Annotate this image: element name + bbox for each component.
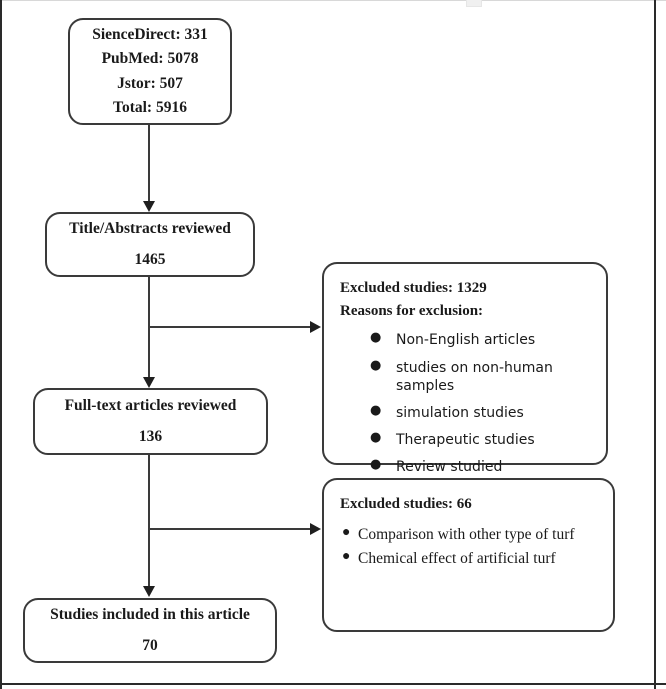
source-line-pubmed: PubMed: 5078	[101, 50, 199, 68]
list-item-label: simulation studies	[396, 404, 524, 421]
node-title-abstracts-reviewed: Title/Abstracts reviewed 1465	[45, 212, 255, 277]
source-line-sciencedirect: SienceDirect: 331	[92, 26, 208, 44]
node-included-count: 70	[142, 636, 158, 654]
connector-sources-to-title-abstracts	[148, 125, 150, 203]
node-title-abstracts-label: Title/Abstracts reviewed	[69, 220, 231, 238]
node-title-abstracts-count: 1465	[134, 250, 166, 268]
source-line-jstor: Jstor: 507	[117, 74, 183, 92]
arrowhead-down-included	[143, 586, 155, 597]
list-item-label: Chemical effect of artificial turf	[358, 550, 556, 568]
excluded-1-heading: Excluded studies: 1329	[340, 280, 487, 296]
node-fulltext-label: Full-text articles reviewed	[64, 397, 237, 415]
list-item: ● Comparison with other type of turf	[340, 525, 597, 545]
arrowhead-right-excluded-2	[310, 523, 321, 535]
list-item-label: Therapeutic studies	[396, 432, 535, 449]
excluded-2-reason-list: ● Comparison with other type of turf ● C…	[340, 525, 597, 570]
list-item: ● Chemical effect of artificial turf	[340, 549, 597, 569]
bullet-icon: ●	[342, 524, 351, 540]
bullet-icon: ●	[370, 357, 382, 373]
node-fulltext-count: 136	[138, 427, 163, 445]
bullet-icon: ●	[342, 549, 351, 565]
node-excluded-studies-1329: Excluded studies: 1329 Reasons for exclu…	[322, 262, 608, 475]
bullet-icon: ●	[370, 457, 382, 473]
list-item: ● simulation studies	[340, 402, 590, 422]
arrowhead-right-excluded-1	[310, 321, 321, 333]
node-studies-included: Studies included in this article 70	[23, 598, 277, 663]
source-line-total: Total: 5916	[113, 98, 187, 116]
connector-branch-excluded-1	[148, 326, 314, 328]
page-border-top	[0, 0, 666, 1]
page-border-bottom	[0, 683, 666, 685]
node-excluded-studies-66: Excluded studies: 66 ● Comparison with o…	[322, 478, 615, 632]
bullet-icon: ●	[370, 330, 382, 346]
page-border-left	[0, 0, 2, 689]
list-item: ● Review studied	[340, 457, 590, 476]
list-item-label: studies on non-human samples	[396, 359, 553, 394]
connector-fulltext-to-included	[148, 455, 150, 587]
bullet-icon: ●	[370, 430, 382, 446]
connector-title-abstracts-to-fulltext	[148, 277, 150, 379]
arrowhead-down-title-abstracts	[143, 201, 155, 212]
list-item: ● studies on non-human samples	[340, 357, 590, 395]
excluded-1-subheading: Reasons for exclusion:	[340, 302, 484, 319]
list-item-label: Comparison with other type of turf	[358, 525, 575, 543]
bullet-icon: ●	[370, 402, 382, 418]
list-item-label: Non-English articles	[396, 332, 536, 349]
node-fulltext-articles-reviewed: Full-text articles reviewed 136	[33, 388, 268, 455]
connector-branch-excluded-2	[148, 528, 314, 530]
node-database-sources: SienceDirect: 331 PubMed: 5078 Jstor: 50…	[68, 18, 232, 125]
page-border-right	[654, 0, 656, 689]
list-item: ● Non-English articles	[340, 330, 590, 349]
excluded-1-reason-list: ● Non-English articles ● studies on non-…	[340, 330, 590, 476]
list-item-label: Review studied	[396, 459, 503, 476]
arrowhead-down-fulltext	[143, 377, 155, 388]
excluded-2-heading: Excluded studies: 66	[340, 496, 472, 512]
node-included-label: Studies included in this article	[50, 606, 250, 624]
scan-artifact	[466, 0, 482, 7]
list-item: ● Therapeutic studies	[340, 430, 590, 449]
